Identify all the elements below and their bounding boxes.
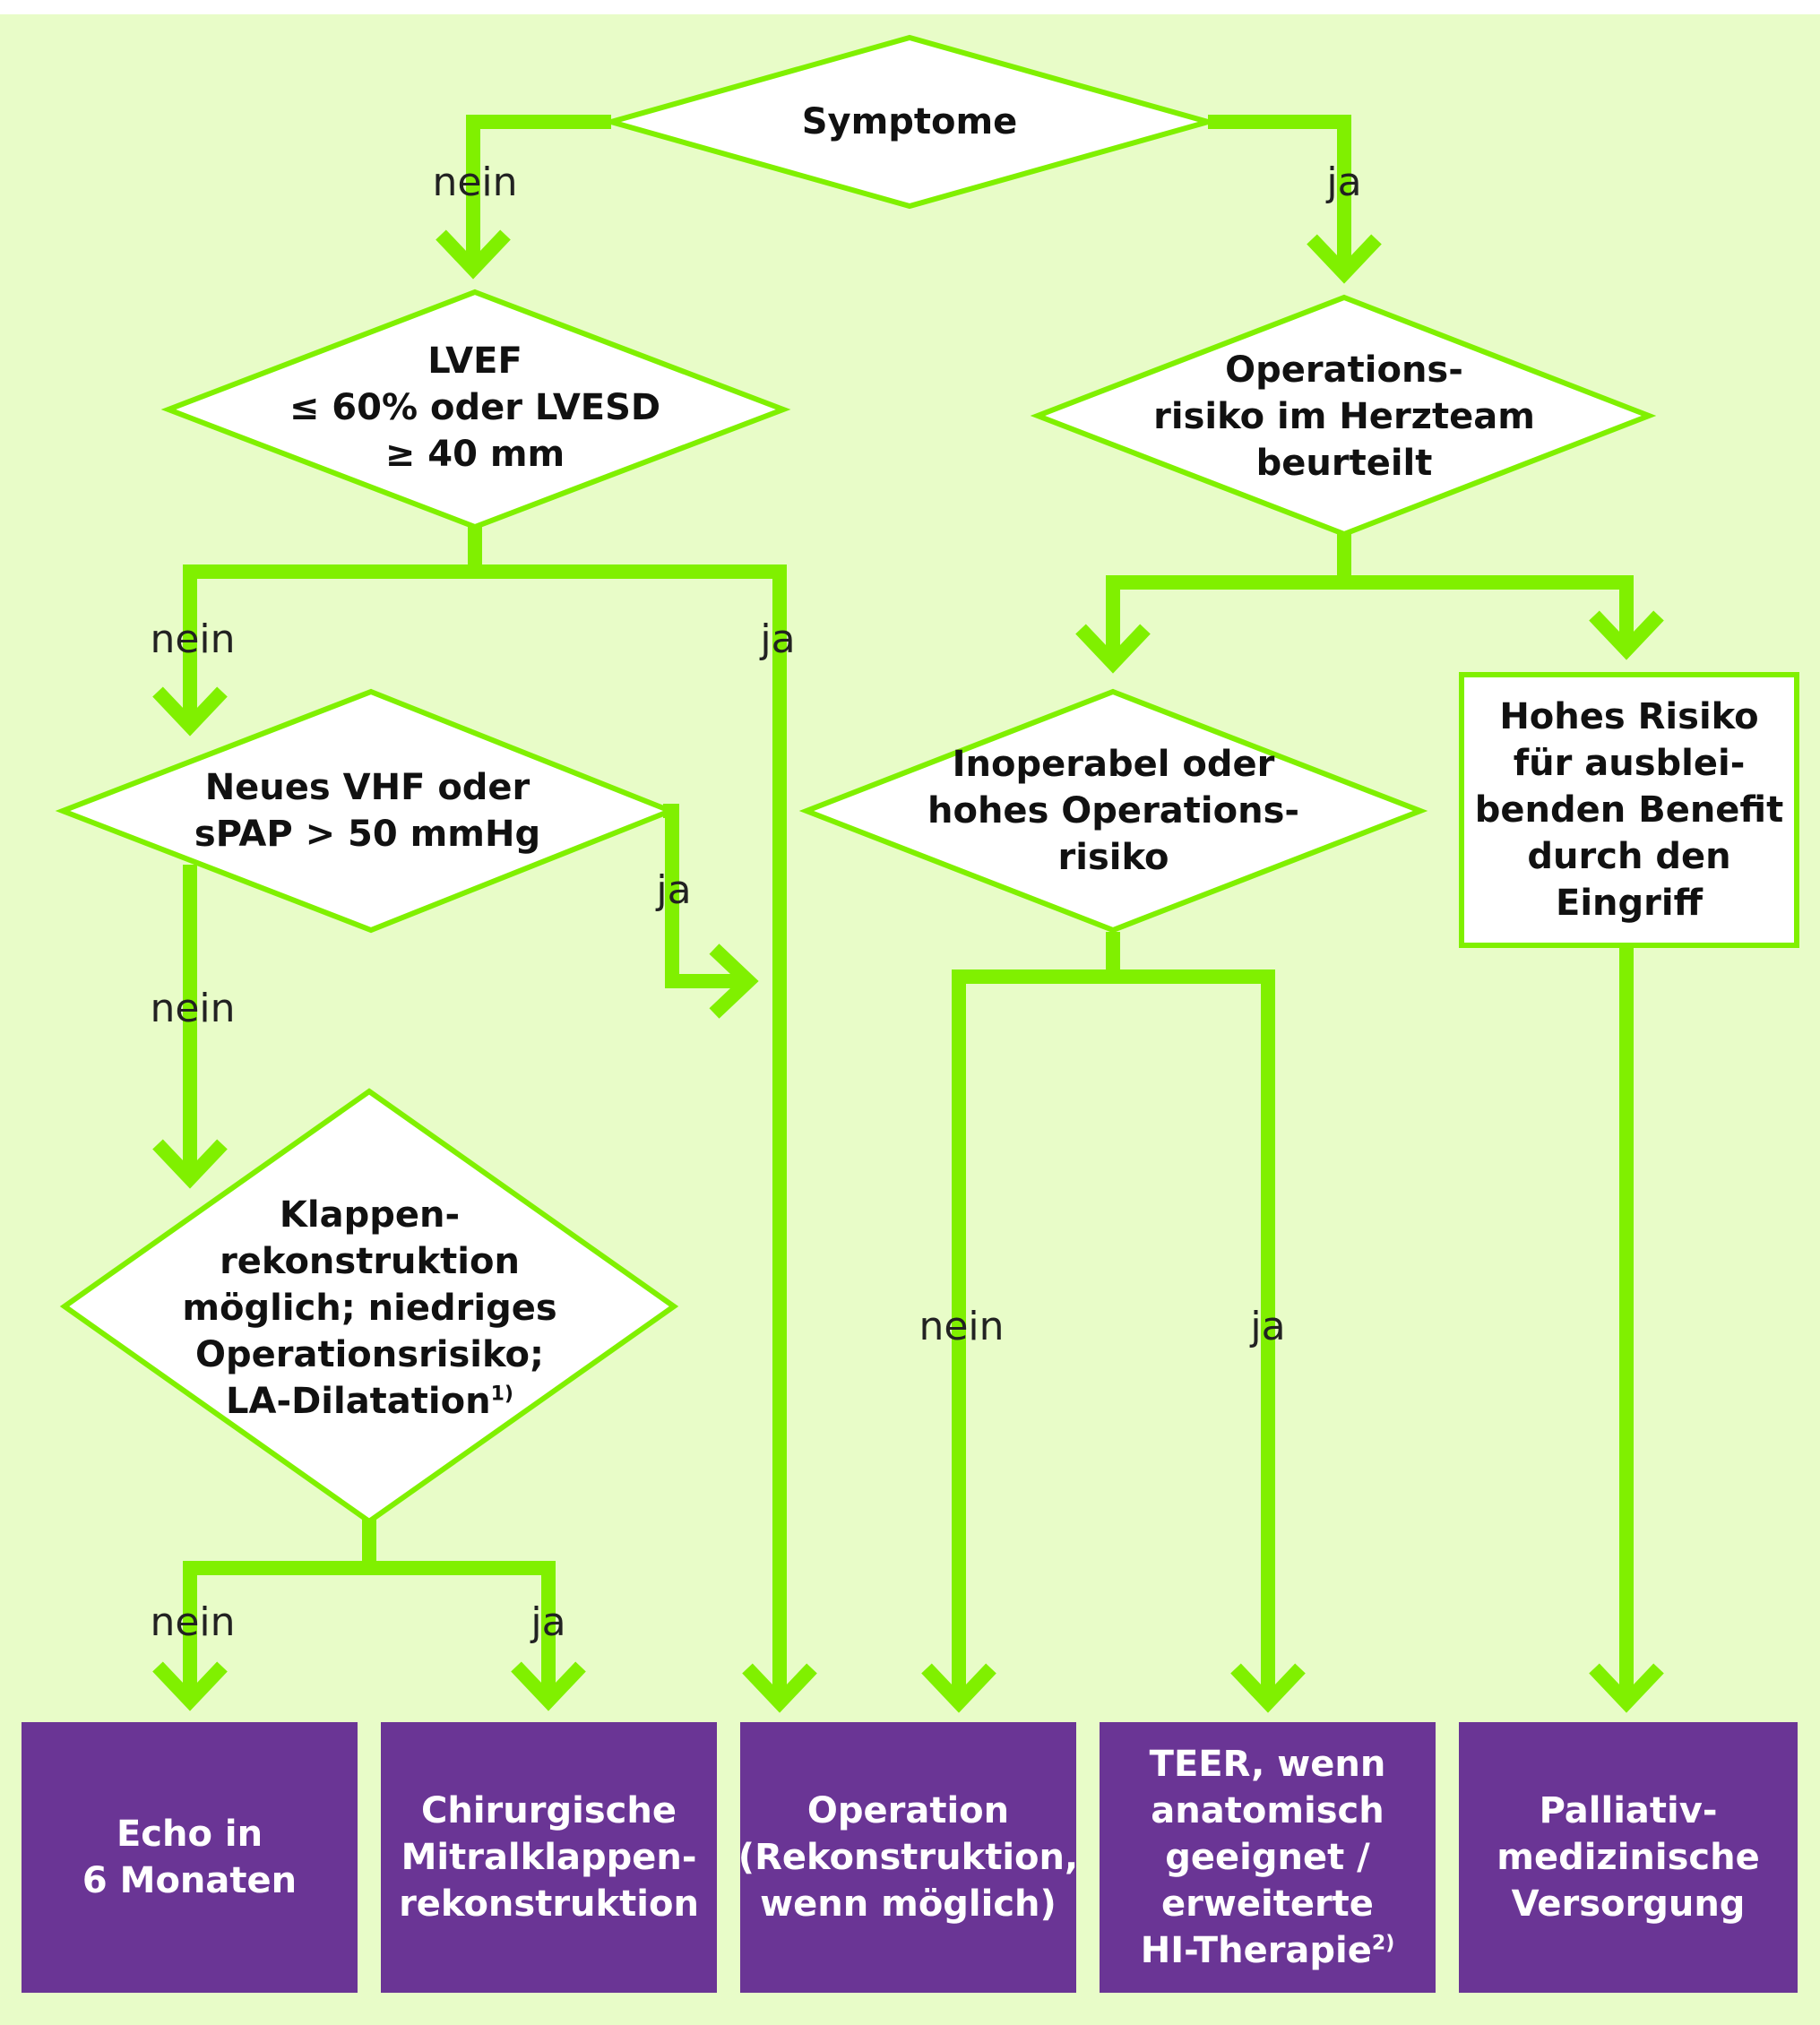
outcome-palliativ: Palliativ- medizinische Versorgung [1459, 1722, 1798, 1993]
decision-vhf-shape [55, 688, 678, 934]
label-nein-lvef: nein [150, 616, 236, 662]
arrowhead-icon [511, 1661, 586, 1711]
decision-lvef-shape [160, 289, 791, 530]
footnote-marker-1: 1) [490, 1383, 513, 1406]
arrowheads [152, 229, 1664, 1713]
label-nein-symptome: nein [432, 159, 518, 205]
arrowhead-icon [1307, 234, 1382, 284]
arrowhead-icon [1589, 1663, 1664, 1713]
arrowhead-icon [1230, 1663, 1306, 1713]
label-ja-symptome: ja [1326, 159, 1362, 205]
decision-oprisiko-shape [1030, 294, 1657, 538]
risk-box-label: Hohes Risiko für ausblei- benden Benefit… [1474, 696, 1784, 924]
outcome-chirurgisch-label: Chirurgische Mitralklappen- rekonstrukti… [399, 1790, 699, 1925]
decision-klappen-shape [59, 1088, 679, 1525]
edge-inoperabel-ja [1113, 969, 1275, 1702]
decision-lvef-label: LVEF ≤ 60% oder LVESD ≥ 40 mm [289, 340, 661, 475]
label-ja-klappen: ja [530, 1599, 566, 1645]
outcome-operation: Operation (Rekonstruktion, wenn möglich) [737, 1722, 1079, 1993]
outcome-palliativ-label: Palliativ- medizinische Versorgung [1497, 1790, 1760, 1925]
decision-symptome-label: Symptome [801, 101, 1018, 142]
risk-box [1459, 672, 1799, 948]
edge-klappen-split [183, 1519, 376, 1701]
decision-klappen-text: Klappen- rekonstruktion möglich; niedrig… [182, 1194, 557, 1422]
decision-inoperabel-shape [798, 688, 1428, 934]
decision-symptome-shape [600, 34, 1219, 210]
decision-oprisiko-label: Operations- risiko im Herzteam beurteilt [1153, 349, 1535, 484]
edge-inoperabel-split [952, 932, 1120, 1702]
decision-symptome: Symptome [701, 90, 1118, 154]
outcome-echo-label: Echo in 6 Monaten [82, 1814, 298, 1901]
outcome-operation-label: Operation (Rekonstruktion, wenn möglich) [737, 1790, 1079, 1925]
label-ja-vhf: ja [656, 867, 692, 913]
edge-oprisiko-split [1106, 534, 1351, 663]
arrowhead-icon [152, 1661, 228, 1711]
connectors [183, 115, 1634, 1702]
arrowhead-icon [1075, 624, 1151, 674]
edge-klappen-ja [369, 1561, 556, 1701]
arrowhead-icon [1589, 610, 1664, 660]
edge-lvef-ja [475, 564, 787, 1702]
label-nein-inoperabel: nein [919, 1304, 1005, 1349]
arrowhead-icon [152, 1139, 228, 1189]
arrowhead-icon [709, 944, 759, 1019]
decision-inoperabel-label: Inoperabel oder hohes Operations- risiko [927, 744, 1299, 878]
edge-symptome-nein [466, 115, 611, 269]
label-ja-inoperabel: ja [1250, 1304, 1286, 1349]
edge-oprisiko-right [1344, 575, 1634, 650]
outcome-teer-text: TEER, wenn anatomisch geeignet / erweite… [1140, 1744, 1386, 1971]
decision-vhf-label: Neues VHF oder sPAP > 50 mmHg [194, 767, 541, 855]
label-nein-vhf: nein [150, 986, 236, 1031]
outcome-echo: Echo in 6 Monaten [22, 1722, 358, 1993]
footnote-marker-2: 2) [1371, 1932, 1395, 1955]
arrowhead-icon [921, 1663, 996, 1713]
edge-lvef-split [183, 527, 482, 726]
arrowhead-icon [742, 1663, 817, 1713]
decision-lvef: LVEF ≤ 60% oder LVESD ≥ 40 mm [269, 332, 681, 484]
arrowhead-icon [436, 229, 511, 280]
decision-oprisiko: Operations- risiko im Herzteam beurteilt [1129, 340, 1559, 493]
label-nein-klappen: nein [150, 1599, 236, 1645]
decision-vhf: Neues VHF oder sPAP > 50 mmHg [170, 762, 565, 860]
outcome-chirurgisch: Chirurgische Mitralklappen- rekonstrukti… [381, 1722, 717, 1993]
outcome-teer: TEER, wenn anatomisch geeignet / erweite… [1100, 1722, 1436, 1993]
edge-symptome-ja [1208, 115, 1351, 273]
outcome-teer-label: TEER, wenn anatomisch geeignet / erweite… [1141, 1741, 1395, 1974]
risk-box-content: Hohes Risiko für ausblei- benden Benefit… [1459, 672, 1799, 948]
arrowhead-icon [152, 686, 228, 737]
decision-inoperabel: Inoperabel oder hohes Operations- risiko [896, 744, 1331, 878]
decision-klappen: Klappen- rekonstruktion möglich; niedrig… [152, 1187, 587, 1429]
decision-klappen-label: Klappen- rekonstruktion möglich; niedrig… [182, 1192, 556, 1425]
background-panel [0, 14, 1820, 2025]
label-ja-lvef: ja [760, 616, 796, 662]
